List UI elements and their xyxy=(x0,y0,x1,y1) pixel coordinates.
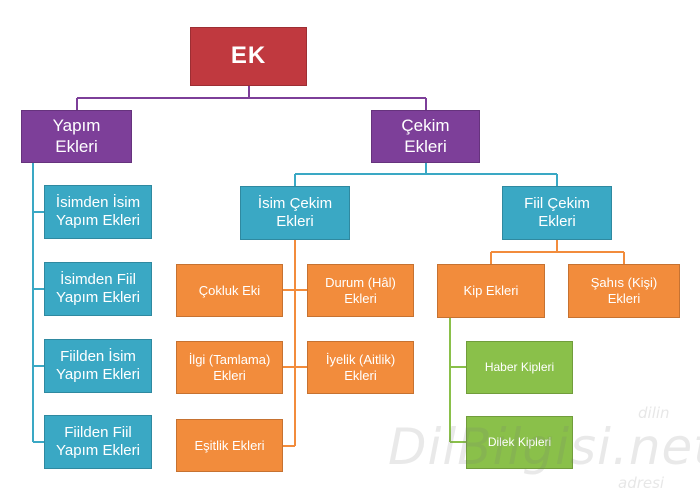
isim-cekim-node: İsim Çekim Ekleri xyxy=(240,186,350,240)
haber-kipleri-node: Haber Kipleri xyxy=(466,341,573,394)
sahis-ekleri-node: Şahıs (Kişi) Ekleri xyxy=(568,264,680,318)
kip-ekleri-node: Kip Ekleri xyxy=(437,264,545,318)
fiilden-fiil-node: Fiilden Fiil Yapım Ekleri xyxy=(44,415,152,469)
cokluk-eki-node: Çokluk Eki xyxy=(176,264,283,317)
isimden-isim-node: İsimden İsim Yapım Ekleri xyxy=(44,185,152,239)
fiil-cekim-node: Fiil Çekim Ekleri xyxy=(502,186,612,240)
isimden-fiil-node: İsimden Fiil Yapım Ekleri xyxy=(44,262,152,316)
ilgi-ekleri-node: İlgi (Tamlama) Ekleri xyxy=(176,341,283,394)
dilek-kipleri-node: Dilek Kipleri xyxy=(466,416,573,469)
iyelik-ekleri-node: İyelik (Aitlik) Ekleri xyxy=(307,341,414,394)
cekim-ekleri-node: Çekim Ekleri xyxy=(371,110,480,163)
durum-ekleri-node: Durum (Hâl) Ekleri xyxy=(307,264,414,317)
yapim-ekleri-node: Yapım Ekleri xyxy=(21,110,132,163)
esitlik-ekleri-node: Eşitlik Ekleri xyxy=(176,419,283,472)
root-node: EK xyxy=(190,27,307,86)
fiilden-isim-node: Fiilden İsim Yapım Ekleri xyxy=(44,339,152,393)
